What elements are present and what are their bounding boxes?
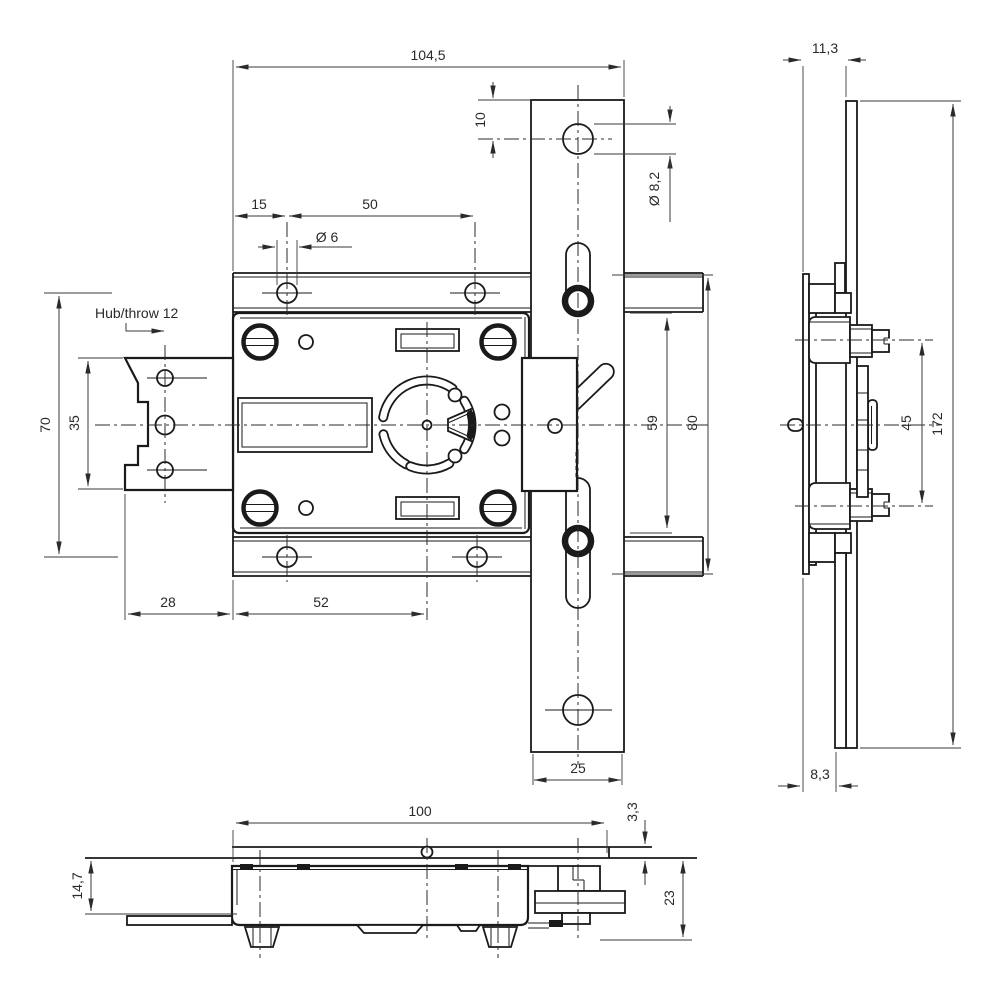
- dim-bolt-offset: 28: [160, 594, 176, 610]
- side-front-plate: [802, 273, 810, 575]
- dim-case-height: 59: [644, 415, 660, 431]
- bottom-centerlines: [259, 838, 579, 958]
- side-dimensions: 11,3 172 45 8,3: [778, 40, 961, 792]
- bottom-case: [230, 864, 530, 927]
- dim-bottom-spacing: 52: [313, 594, 329, 610]
- case-screw: [479, 323, 517, 361]
- dim-total-width: 104,5: [410, 47, 445, 63]
- front-dimensions: 104,5 15 50 Ø 6 10 Ø 8,2 70 35: [37, 47, 713, 785]
- bottom-parts: [85, 845, 697, 948]
- side-rod-bottom: [834, 552, 847, 749]
- dim-strap-hole-dia: Ø 8,2: [646, 172, 662, 206]
- front-faceplate: [123, 356, 235, 492]
- dim-rod-offset: 8,3: [810, 766, 830, 782]
- latch-pivot: [547, 418, 563, 434]
- front-rails: [232, 272, 704, 577]
- dim-strap-width: 25: [570, 760, 586, 776]
- case-screw: [241, 489, 279, 527]
- front-view: 104,5 15 50 Ø 6 10 Ø 8,2 70 35: [37, 47, 713, 785]
- front-case: [231, 311, 531, 535]
- dim-plate-offset: 3,3: [624, 802, 640, 822]
- cam-mechanism: [378, 375, 511, 475]
- side-centerlines: [780, 339, 940, 507]
- case-screw: [479, 489, 517, 527]
- case-pin-hole: [298, 500, 314, 516]
- bottom-bolt: [126, 915, 233, 926]
- front-centerlines: [95, 85, 712, 765]
- dim-hole-spacing: 50: [362, 196, 378, 212]
- dim-hole-edge-offset: 10: [472, 112, 488, 128]
- dim-strap-length: 172: [929, 412, 945, 436]
- dim-total-depth: 23: [661, 890, 677, 906]
- hub-throw-label: Hub/throw 12: [95, 305, 178, 321]
- dim-post-spacing: 45: [898, 415, 914, 431]
- bottom-foot: [481, 926, 519, 948]
- bottom-dimensions: 100 3,3 14,7 23: [69, 802, 692, 941]
- dim-depth: 11,3: [812, 40, 838, 56]
- side-view: 11,3 172 45 8,3: [778, 40, 961, 792]
- bottom-latch-plate: [534, 890, 626, 914]
- side-stack: [856, 365, 869, 498]
- dim-body-height: 14,7: [69, 872, 85, 899]
- dim-faceplate-height: 35: [66, 415, 82, 431]
- case-pin-hole: [298, 334, 314, 350]
- case-screw: [241, 323, 279, 361]
- dim-rail-height: 80: [684, 415, 700, 431]
- dim-case-hole-dia: Ø 6: [316, 229, 339, 245]
- dim-body-width: 100: [408, 803, 432, 819]
- dim-outer-height: 70: [37, 417, 53, 433]
- side-rod-top: [834, 262, 846, 294]
- dim-left-hole-spacing: 15: [251, 196, 267, 212]
- side-post-top: [808, 316, 891, 364]
- bottom-view: 100 3,3 14,7 23: [69, 802, 697, 958]
- bottom-foot: [243, 926, 281, 948]
